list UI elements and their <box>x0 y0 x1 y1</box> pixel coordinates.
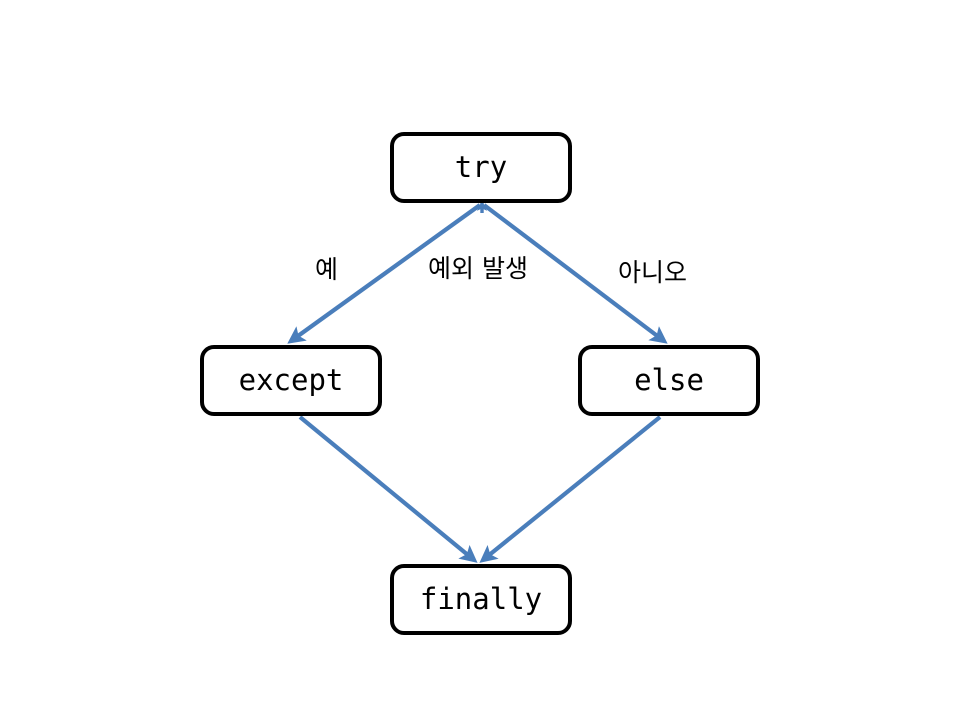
arrow-else-to-finally <box>479 415 662 563</box>
node-else[interactable]: else <box>578 345 760 416</box>
node-else-label: else <box>634 363 704 397</box>
arrow-try-to-else <box>482 203 668 344</box>
node-try[interactable]: try <box>390 132 572 203</box>
edge-label-yes: 예 <box>315 255 339 284</box>
node-except[interactable]: except <box>200 345 382 416</box>
node-try-label: try <box>454 150 508 184</box>
node-except-label: except <box>238 363 344 397</box>
node-finally-label: finally <box>419 582 543 616</box>
arrow-try-to-except <box>287 203 482 344</box>
edge-label-exception-raised: 예외 발생 <box>428 254 528 283</box>
arrow-except-to-finally <box>298 415 478 563</box>
edge-label-no: 아니오 <box>618 258 688 287</box>
node-finally[interactable]: finally <box>390 564 572 635</box>
